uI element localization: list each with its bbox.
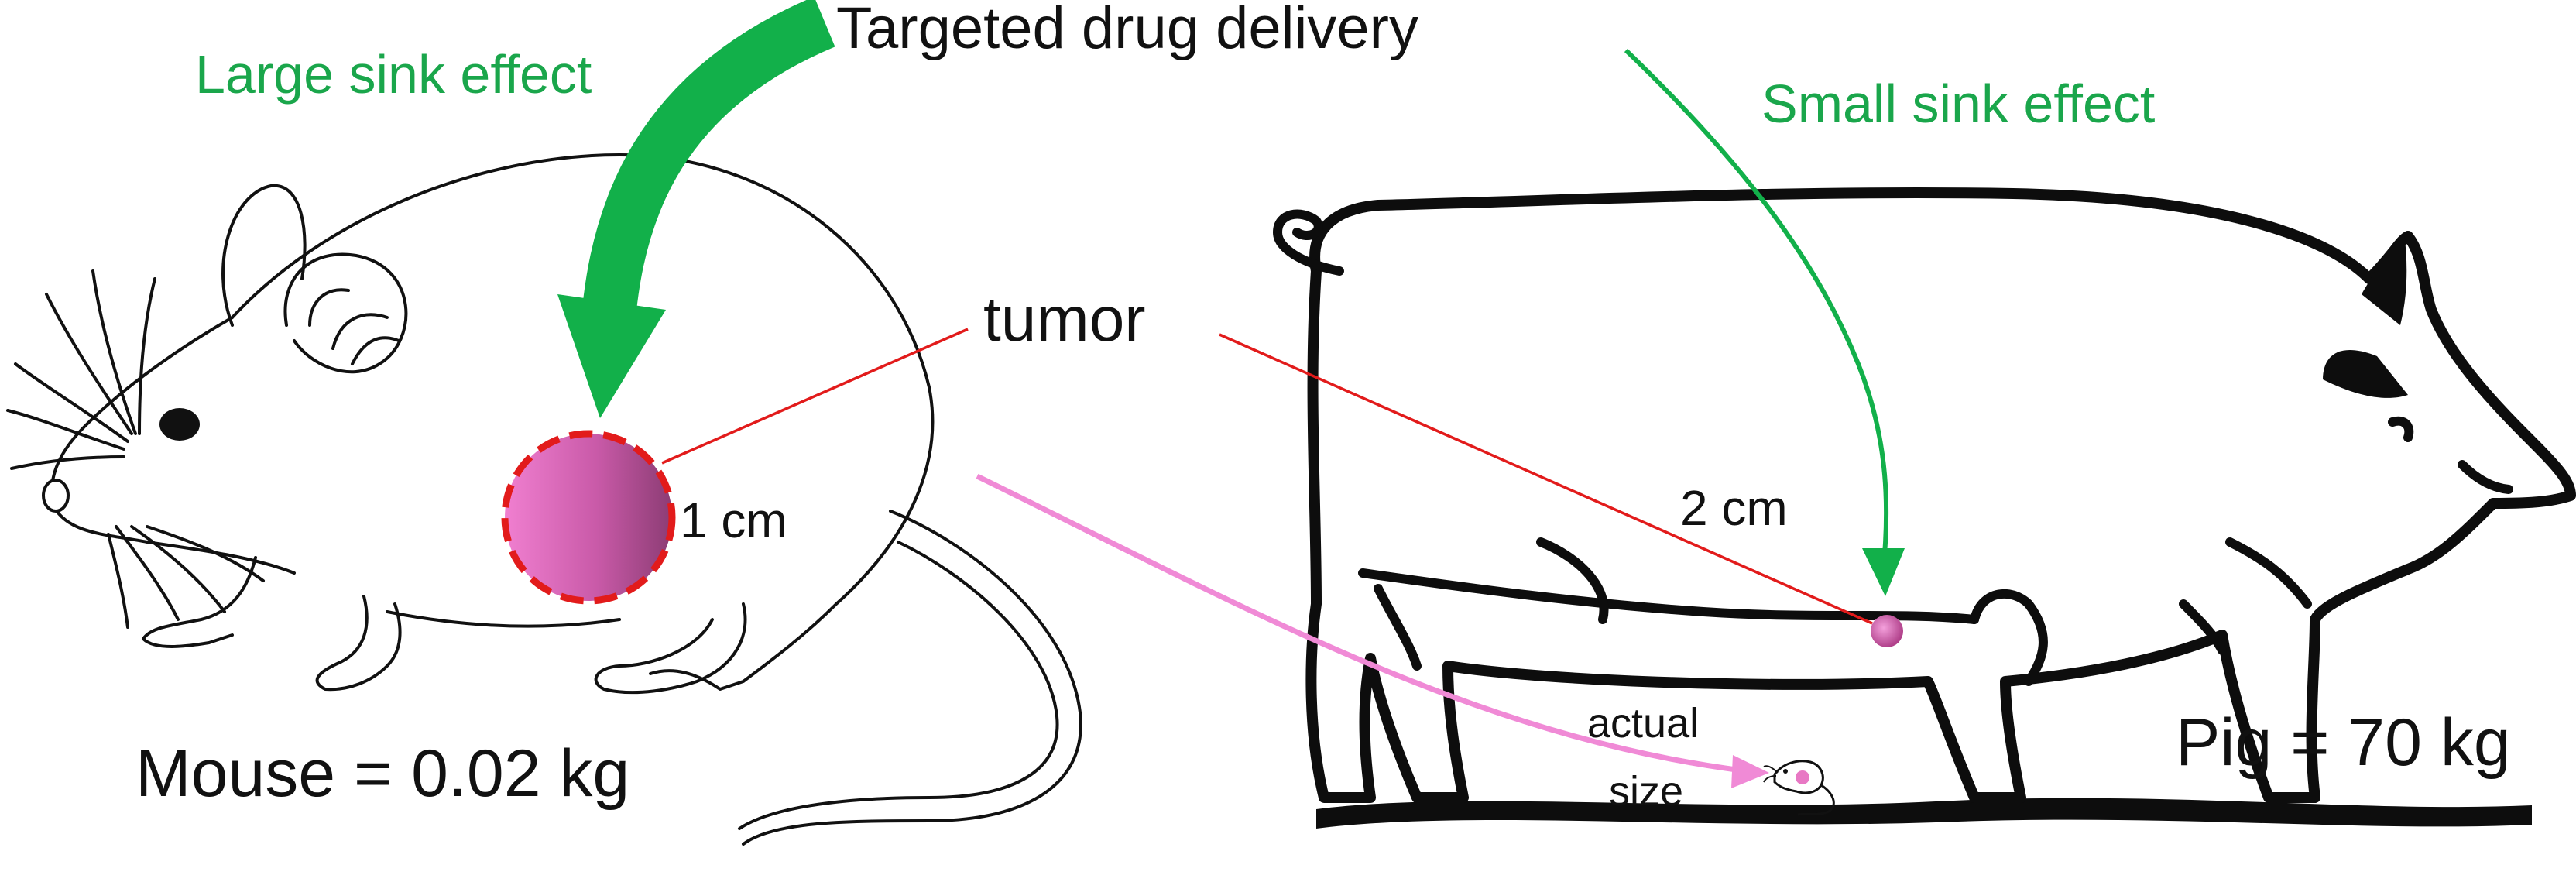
pig-tumor-size-label: 2 cm xyxy=(1680,480,1788,536)
mouse-back-leg xyxy=(594,602,747,695)
actual-size-label-line1: actual xyxy=(1587,700,1699,746)
mouse-mass-label: Mouse = 0.02 kg xyxy=(135,736,629,811)
mouse-ear-back xyxy=(221,184,307,327)
pig-ear xyxy=(2362,232,2407,325)
pig-eye xyxy=(2388,416,2414,442)
mouse-tumor xyxy=(501,430,676,605)
mouse-ear-inner xyxy=(308,288,400,365)
pig-tumor xyxy=(1871,615,1903,647)
pig-tail xyxy=(1273,209,1344,276)
pig-belly-contour xyxy=(1358,568,1979,624)
mouse-tumor-size-label: 1 cm xyxy=(680,492,787,548)
pig-shoulder-contour xyxy=(2179,537,2312,655)
pig-mass-label: Pig = 70 kg xyxy=(2176,705,2511,780)
ground xyxy=(1316,798,2532,829)
mouse-tail xyxy=(738,510,1082,846)
mouse-body xyxy=(231,153,935,691)
mouse-whiskers xyxy=(6,269,265,629)
mouse-front-leg xyxy=(142,556,257,648)
small-sink-label: Small sink effect xyxy=(1761,74,2155,134)
mouse-ear-front xyxy=(283,252,408,374)
tumor-leader-pig xyxy=(1219,333,1873,625)
large-sink-label: Large sink effect xyxy=(195,44,592,105)
tumor-leader-mouse xyxy=(661,328,969,465)
pig-illustration xyxy=(1273,187,2576,829)
small-delivery-arrow xyxy=(1624,48,1905,596)
pig-hindleg-contour xyxy=(1374,537,1609,671)
pig-foreleg-contour xyxy=(1970,589,2048,686)
large-delivery-arrow xyxy=(557,0,835,418)
mini-mouse-icon xyxy=(1763,760,1835,816)
pig-body xyxy=(1305,187,2576,803)
mouse-front-paw-2 xyxy=(315,595,402,692)
mouse-illustration xyxy=(6,153,1082,846)
title-label: Targeted drug delivery xyxy=(836,0,1418,61)
pig-snout-wrinkle xyxy=(2458,460,2513,494)
actual-size-label-line2: size xyxy=(1609,768,1683,815)
actual-size-arrow xyxy=(976,473,1769,788)
mouse-nose xyxy=(42,479,70,513)
pig-ear-flap xyxy=(2323,349,2408,398)
mouse-belly xyxy=(386,610,621,628)
mouse-eye xyxy=(159,408,200,441)
tumor-label: tumor xyxy=(983,284,1146,355)
